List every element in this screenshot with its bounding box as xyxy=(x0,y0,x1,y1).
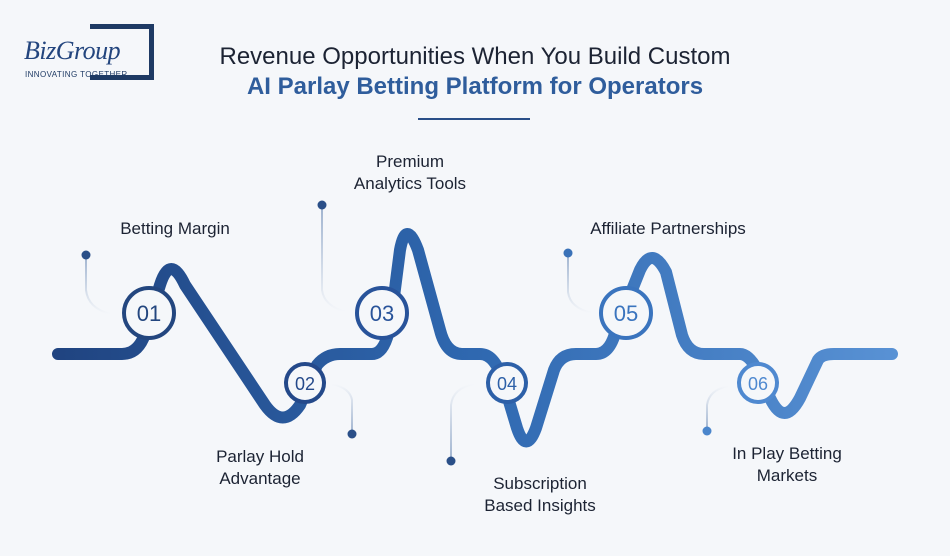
leader-dot-06 xyxy=(702,426,712,436)
step-03-node: 03 xyxy=(355,286,409,340)
step-04-label: Subscription Based Insights xyxy=(484,474,596,515)
step-01-label: Betting Margin xyxy=(120,219,230,238)
logo-name: BizGroup xyxy=(24,36,123,66)
page-title-line2: AI Parlay Betting Platform for Operators xyxy=(246,73,704,100)
step-04-number: 04 xyxy=(497,374,517,394)
leader-dot-05 xyxy=(563,248,573,258)
step-06-label: In Play Betting Markets xyxy=(732,444,842,485)
step-03-number: 03 xyxy=(370,301,394,326)
step-05-number: 05 xyxy=(614,301,638,326)
leader-line-03 xyxy=(321,205,347,313)
step-05-label: Affiliate Partnerships xyxy=(590,219,746,238)
title-divider xyxy=(418,118,530,120)
step-02-label: Parlay Hold Advantage xyxy=(216,447,304,488)
step-06-number: 06 xyxy=(748,374,768,394)
logo-frame xyxy=(90,24,154,80)
leader-dot-02 xyxy=(347,429,357,439)
page-title-line1: Revenue Opportunities When You Build Cus… xyxy=(219,43,731,70)
leader-line-06 xyxy=(706,385,729,431)
step-06-node: 06 xyxy=(737,362,779,404)
leader-line-01 xyxy=(85,255,111,315)
leader-line-05 xyxy=(567,253,593,314)
leader-dot-03 xyxy=(317,200,327,210)
wave-line xyxy=(52,228,898,448)
leader-dot-01 xyxy=(81,250,91,260)
leader-dot-04 xyxy=(446,456,456,466)
step-02-number: 02 xyxy=(295,374,315,394)
step-01-number: 01 xyxy=(137,301,161,326)
logo-tagline: INNOVATING TOGETHER xyxy=(25,70,128,79)
step-05-node: 05 xyxy=(599,286,653,340)
leader-line-04 xyxy=(450,383,475,461)
step-03-label: Premium Analytics Tools xyxy=(353,152,467,193)
bizgroup-logo: BizGroup INNOVATING TOGETHER xyxy=(22,24,157,84)
step-02-node: 02 xyxy=(284,362,326,404)
step-01-node: 01 xyxy=(122,286,176,340)
leader-line-02 xyxy=(331,383,353,434)
step-04-node: 04 xyxy=(486,362,528,404)
